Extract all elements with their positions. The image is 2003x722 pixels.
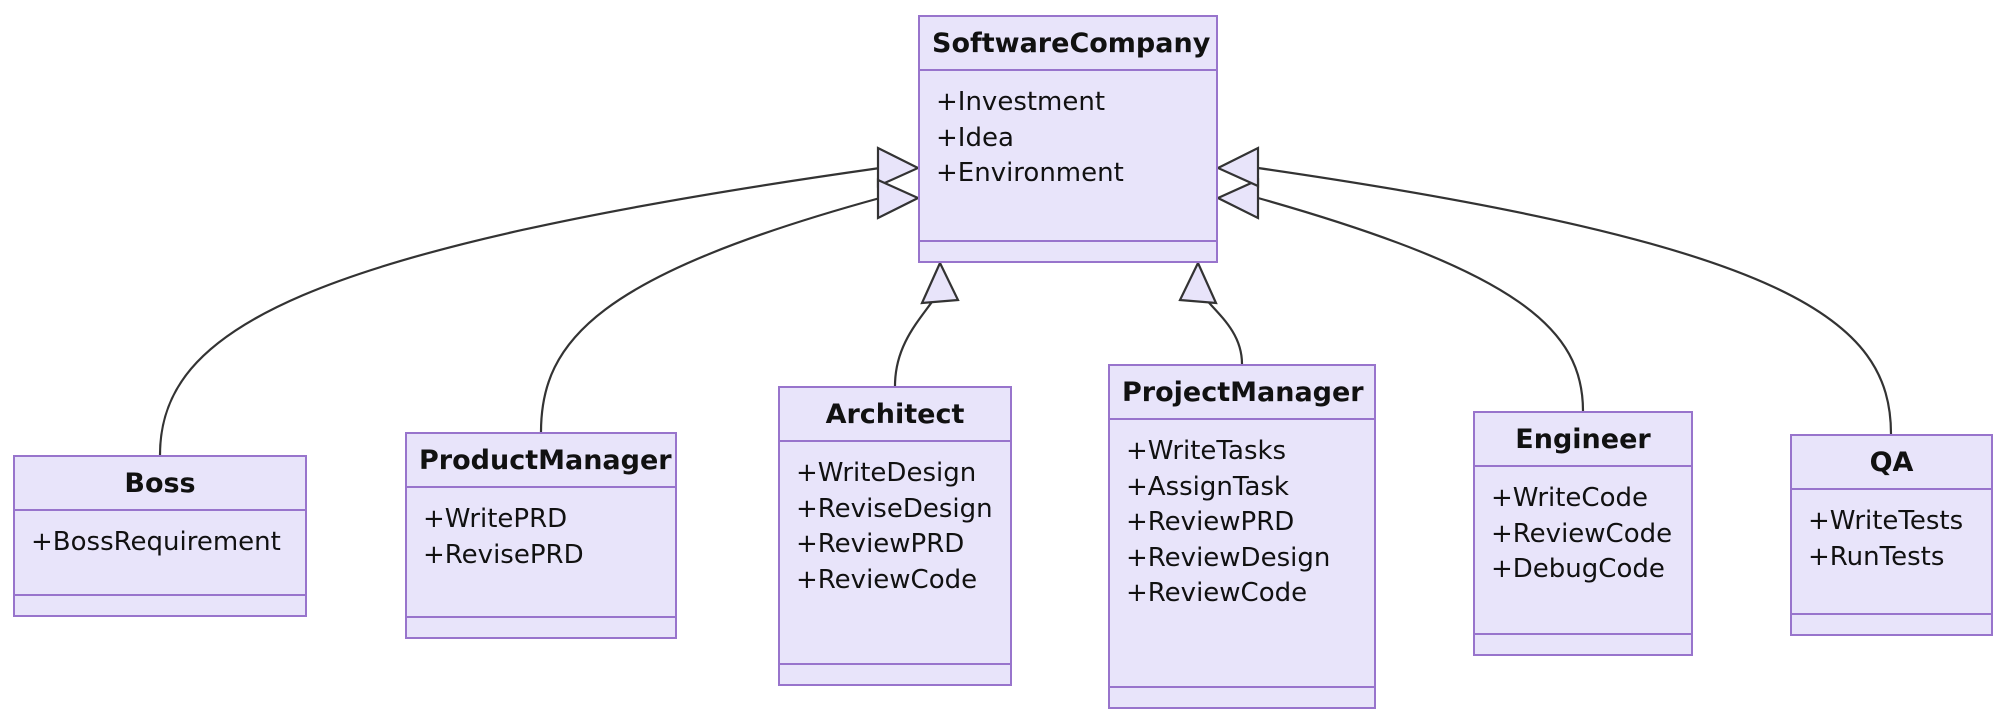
attribute-row: +ReviewDesign <box>1126 542 1331 573</box>
class-name-productmanager: ProductManager <box>407 434 675 488</box>
attribute-row: +Idea <box>936 122 1014 153</box>
class-methods-softwarecompany <box>920 242 1216 261</box>
attribute-row: +AssignTask <box>1126 471 1289 502</box>
attribute-row: +ReviewCode <box>1126 578 1308 609</box>
class-methods-boss <box>15 596 305 615</box>
class-name-architect: Architect <box>780 388 1010 442</box>
class-name-qa: QA <box>1792 436 1991 490</box>
edge-architect-to-softwarecompany <box>893 289 941 387</box>
attribute-row: +ReviewCode <box>796 564 978 595</box>
attribute-row: +WriteTests <box>1808 506 1964 536</box>
attribute-row: +ReviseDesign <box>796 493 993 524</box>
attribute-row: +Investment <box>936 87 1106 117</box>
uml-class-softwarecompany[interactable]: SoftwareCompany +Investment +Idea +Envir… <box>918 15 1218 263</box>
edge-boss-to-softwarecompany <box>158 166 881 456</box>
attribute-row: +BossRequirement <box>31 527 281 557</box>
class-name-boss: Boss <box>15 457 305 511</box>
edge-productmanager-to-softwarecompany <box>539 196 881 433</box>
arrowhead-inherits-projectmanager <box>1178 260 1218 305</box>
class-attributes-boss: +BossRequirement <box>15 511 305 596</box>
class-methods-projectmanager <box>1110 688 1374 707</box>
arrowhead-inherits-architect <box>920 260 960 305</box>
arrowhead-inherits-boss <box>876 146 921 188</box>
class-name-engineer: Engineer <box>1475 413 1691 467</box>
class-attributes-projectmanager: +WriteTasks +AssignTask +ReviewPRD +Revi… <box>1110 420 1374 688</box>
attribute-row: +DebugCode <box>1491 554 1665 585</box>
class-attributes-engineer: +WriteCode +ReviewCode +DebugCode <box>1475 467 1691 635</box>
arrowhead-inherits-engineer <box>1215 178 1260 220</box>
uml-class-projectmanager[interactable]: ProjectManager +WriteTasks +AssignTask +… <box>1108 364 1376 709</box>
attribute-row: +WriteCode <box>1491 483 1648 513</box>
attribute-row: +ReviewCode <box>1491 518 1673 549</box>
attribute-row: +Environment <box>936 158 1124 189</box>
attribute-row: +WriteTasks <box>1126 436 1287 466</box>
uml-class-architect[interactable]: Architect +WriteDesign +ReviseDesign +Re… <box>778 386 1012 686</box>
class-methods-qa <box>1792 615 1991 634</box>
uml-class-engineer[interactable]: Engineer +WriteCode +ReviewCode +DebugCo… <box>1473 411 1693 656</box>
attribute-row: +RunTests <box>1808 541 1945 572</box>
class-attributes-softwarecompany: +Investment +Idea +Environment <box>920 71 1216 242</box>
edge-engineer-to-softwarecompany <box>1257 196 1585 412</box>
attribute-row: +WritePRD <box>423 504 568 534</box>
uml-class-boss[interactable]: Boss +BossRequirement <box>13 455 307 617</box>
class-attributes-architect: +WriteDesign +ReviseDesign +ReviewPRD +R… <box>780 442 1010 665</box>
attribute-row: +RevisePRD <box>423 539 584 570</box>
arrowhead-inherits-qa <box>1215 146 1260 188</box>
class-attributes-qa: +WriteTests +RunTests <box>1792 490 1991 615</box>
attribute-row: +WriteDesign <box>796 458 977 488</box>
class-methods-engineer <box>1475 635 1691 654</box>
class-name-projectmanager: ProjectManager <box>1110 366 1374 420</box>
attribute-row: +ReviewPRD <box>1126 507 1295 538</box>
arrowhead-inherits-productmanager <box>876 178 921 220</box>
uml-class-qa[interactable]: QA +WriteTests +RunTests <box>1790 434 1993 636</box>
uml-class-productmanager[interactable]: ProductManager +WritePRD +RevisePRD <box>405 432 677 639</box>
class-attributes-productmanager: +WritePRD +RevisePRD <box>407 488 675 618</box>
class-methods-productmanager <box>407 618 675 637</box>
attribute-row: +ReviewPRD <box>796 529 965 560</box>
edge-qa-to-softwarecompany <box>1257 166 1893 435</box>
class-name-softwarecompany: SoftwareCompany <box>920 17 1216 71</box>
class-methods-architect <box>780 665 1010 684</box>
